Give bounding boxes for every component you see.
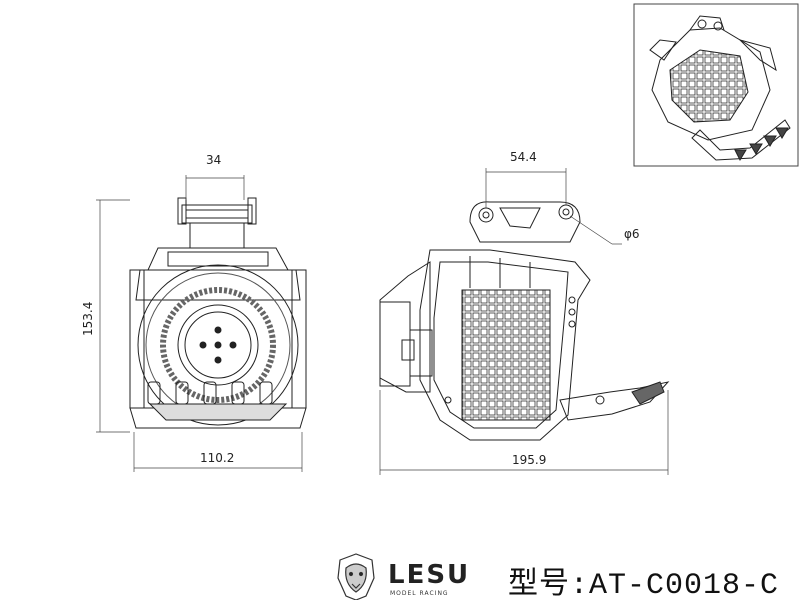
brand-tagline: MODEL RACING xyxy=(390,590,449,597)
side-dimension-lines xyxy=(379,168,669,475)
isometric-inset xyxy=(633,3,799,167)
lesu-lion-logo xyxy=(337,553,375,600)
dim-side-top-width: 54.4 xyxy=(510,150,537,164)
dim-front-top-width: 34 xyxy=(206,153,221,167)
dim-front-height: 153.4 xyxy=(81,302,95,336)
brand-name: LESU xyxy=(388,560,471,590)
dim-side-bottom-width: 195.9 xyxy=(512,453,546,467)
dim-front-bottom-width: 110.2 xyxy=(200,451,234,465)
front-view xyxy=(129,197,307,429)
front-dimension-lines xyxy=(96,175,303,472)
model-label: 型号:AT-C0018-C xyxy=(508,569,780,603)
side-view xyxy=(379,201,670,441)
dim-hole-diameter: φ6 xyxy=(624,227,640,241)
